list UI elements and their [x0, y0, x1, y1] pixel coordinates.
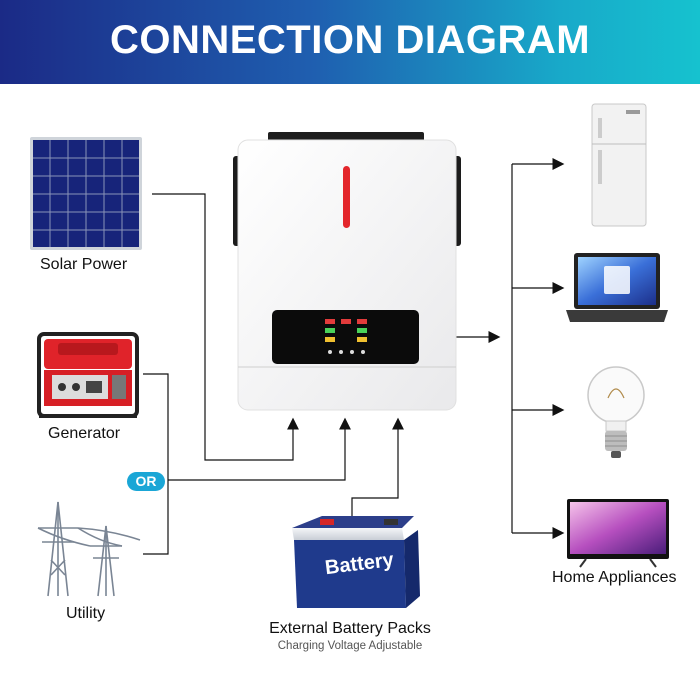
- connection-lines: [143, 158, 565, 555]
- battery-line: [351, 417, 404, 526]
- laptop-icon: [566, 253, 668, 322]
- solar-line: [152, 193, 299, 461]
- solar-panel-icon: [30, 137, 142, 250]
- inverter-icon: [233, 132, 461, 411]
- battery-label: External Battery Packs: [269, 620, 431, 637]
- generator-label: Generator: [48, 425, 121, 442]
- battery-sublabel: Charging Voltage Adjustable: [277, 640, 423, 652]
- utility-tower-icon: [37, 501, 141, 597]
- generator-icon: [37, 332, 139, 418]
- page-title: CONNECTION DIAGRAM: [109, 18, 591, 62]
- title-banner: CONNECTION DIAGRAM: [0, 0, 700, 84]
- refrigerator-icon: [591, 103, 647, 227]
- or-badge: OR: [127, 472, 165, 491]
- ac-input-line: [168, 417, 351, 481]
- status-led: [343, 166, 350, 228]
- battery-icon: [292, 516, 420, 608]
- appliances-label: Home Appliances: [552, 569, 677, 586]
- inverter-display: [272, 310, 419, 364]
- light-bulb-icon: [587, 366, 645, 458]
- television-icon: [567, 499, 669, 568]
- solar-label: Solar Power: [40, 256, 128, 273]
- utility-label: Utility: [66, 605, 106, 622]
- generator-line: [143, 373, 169, 555]
